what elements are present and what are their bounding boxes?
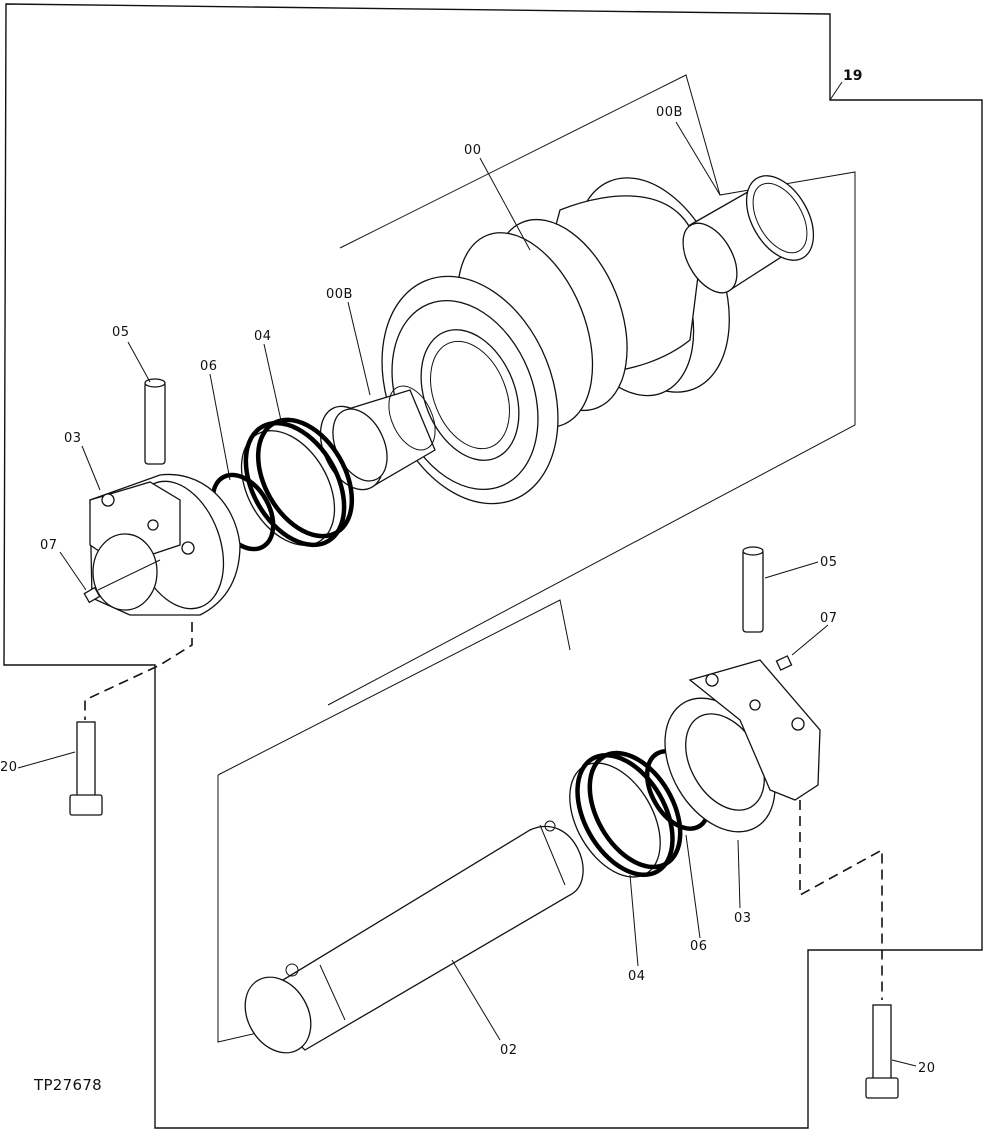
callout-05-left: 05	[112, 325, 130, 340]
alignment-line-right	[799, 800, 883, 1000]
pin-upper	[144, 378, 166, 465]
callout-03-upper: 03	[64, 431, 82, 446]
figure-reference-code: TP27678	[33, 1076, 102, 1094]
callout-19: 19	[843, 68, 862, 84]
set-screw-lower	[775, 655, 793, 671]
callout-04-lower: 04	[628, 969, 646, 984]
collar-lower	[664, 659, 821, 833]
bushing-right	[682, 175, 815, 294]
collar-upper	[89, 473, 241, 616]
callout-05-right: 05	[820, 555, 838, 570]
bolt-left	[69, 721, 103, 816]
alignment-line-left	[84, 622, 193, 720]
bolt-right	[865, 1004, 899, 1099]
pin-lower	[742, 546, 764, 633]
callout-00b-upper: 00B	[656, 105, 683, 120]
callout-00b-lower: 00B	[326, 287, 353, 302]
callout-20-left: 20	[0, 760, 18, 775]
callout-04-upper: 04	[254, 329, 272, 344]
roller-body	[381, 177, 730, 505]
callout-20-right: 20	[918, 1061, 936, 1076]
callout-03-lower: 03	[734, 911, 752, 926]
callout-00: 00	[464, 143, 482, 158]
callout-02: 02	[500, 1043, 518, 1058]
seal-ring-lower	[569, 750, 683, 878]
callout-06-lower: 06	[690, 939, 708, 954]
leader-lines	[17, 81, 917, 1067]
set-screw-upper	[83, 559, 161, 604]
assembly-boundary	[3, 3, 983, 1129]
shaft	[244, 820, 584, 1054]
callout-07-right: 07	[820, 611, 838, 626]
callout-06-upper: 06	[200, 359, 218, 374]
seal-ring-upper	[240, 417, 355, 548]
callout-07-left: 07	[40, 538, 58, 553]
bushing-left	[319, 385, 436, 491]
